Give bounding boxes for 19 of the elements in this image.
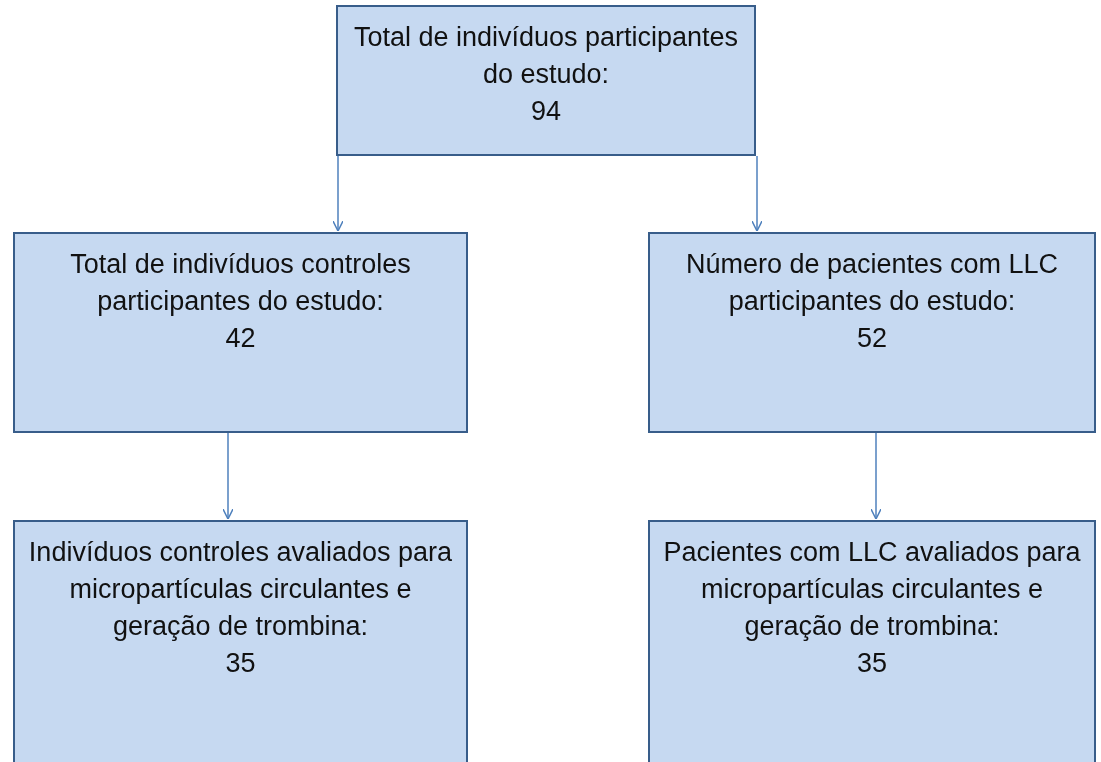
- process-box: [13, 520, 468, 762]
- box-text: Total de indivíduos participantes do estudo:: [352, 21, 740, 91]
- count-number: 42: [224, 322, 257, 355]
- process-box: [13, 232, 468, 433]
- process-box: [648, 520, 1096, 762]
- arrow: [870, 432, 882, 520]
- box-text: Pacientes com LLC avaliados para micropartículas circulantes e geração de trombina:: [662, 536, 1082, 643]
- arrow: [332, 155, 344, 232]
- box-text: Indivíduos controles avaliados para micropartículas circulantes e geração de trombina:: [27, 536, 454, 643]
- process-box: [336, 5, 756, 156]
- process-box: [648, 232, 1096, 433]
- arrow: [751, 155, 763, 232]
- box-text: Total de indivíduos controles participantes do estudo:: [69, 248, 412, 318]
- count-number: 35: [855, 647, 888, 680]
- count-number: 52: [855, 322, 888, 355]
- count-number: 94: [529, 95, 562, 128]
- arrow: [222, 432, 234, 520]
- count-number: 35: [224, 647, 257, 680]
- box-text: Número de pacientes com LLC participantes do estudo:: [684, 248, 1060, 318]
